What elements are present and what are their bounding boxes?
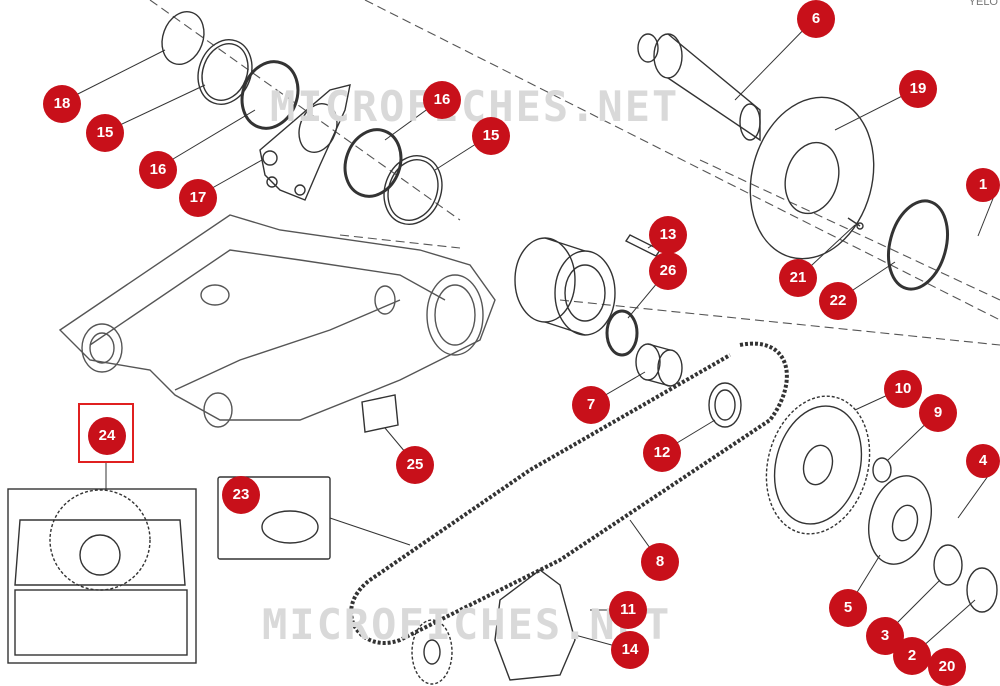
callout-6[interactable]: 6 (797, 0, 835, 38)
callout-26[interactable]: 26 (649, 252, 687, 290)
brake-disc-19 (749, 96, 875, 260)
drive-chain-8 (349, 341, 789, 645)
circlip-18 (161, 11, 205, 65)
front-sprocket (411, 619, 453, 685)
callout-14[interactable]: 14 (611, 631, 649, 669)
callout-16-right[interactable]: 16 (423, 81, 461, 119)
plate-25 (361, 394, 399, 433)
spacer-7 (635, 343, 683, 387)
ring-15-right (383, 155, 443, 225)
seal-16-right (343, 128, 403, 198)
watermark-bottom: MICROFICHES.NET (262, 600, 672, 649)
sprocket-cover-14 (494, 569, 576, 681)
callout-15-right[interactable]: 15 (472, 117, 510, 155)
callout-9[interactable]: 9 (919, 394, 957, 432)
callout-5[interactable]: 5 (829, 589, 867, 627)
guide-lines (149, 0, 1000, 346)
callout-17[interactable]: 17 (179, 179, 217, 217)
bracket-17 (259, 84, 351, 201)
bushing-9 (872, 457, 892, 483)
seal-26 (605, 309, 639, 357)
seal-16-left (240, 60, 300, 130)
corner-text: YELO (968, 0, 998, 8)
tone-ring-22 (887, 199, 949, 291)
callout-22[interactable]: 22 (819, 282, 857, 320)
callout-19[interactable]: 19 (899, 70, 937, 108)
callout-18[interactable]: 18 (43, 85, 81, 123)
callout-15-left[interactable]: 15 (86, 114, 124, 152)
callout-2[interactable]: 2 (893, 637, 931, 675)
callout-20[interactable]: 20 (928, 648, 966, 686)
swingarm (58, 214, 496, 428)
eccentric-hub-26 (514, 237, 616, 336)
callout-21[interactable]: 21 (779, 259, 817, 297)
inset-box-23 (217, 476, 411, 560)
ring-15-left (197, 39, 253, 105)
callout-10[interactable]: 10 (884, 370, 922, 408)
highlight-box-24 (78, 403, 134, 463)
wheel-axle-6 (637, 33, 761, 142)
callout-8[interactable]: 8 (641, 543, 679, 581)
sprocket-carrier-5 (868, 475, 932, 565)
callout-4[interactable]: 4 (966, 444, 1000, 478)
callout-11[interactable]: 11 (609, 591, 647, 629)
watermark-top: MICROFICHES.NET (270, 82, 680, 131)
callout-13[interactable]: 13 (649, 216, 687, 254)
callout-7[interactable]: 7 (572, 386, 610, 424)
bearing-2 (966, 567, 998, 613)
inset-box-24 (7, 463, 197, 664)
callout-25[interactable]: 25 (396, 446, 434, 484)
screw-21 (847, 217, 864, 230)
callout-24[interactable]: 24 (88, 417, 126, 455)
callout-23[interactable]: 23 (222, 476, 260, 514)
callout-12[interactable]: 12 (643, 434, 681, 472)
washer-3 (933, 544, 963, 586)
callout-16-left[interactable]: 16 (139, 151, 177, 189)
washer-12 (708, 382, 742, 428)
callout-1[interactable]: 1 (966, 168, 1000, 202)
rear-sprocket-10 (765, 395, 871, 535)
